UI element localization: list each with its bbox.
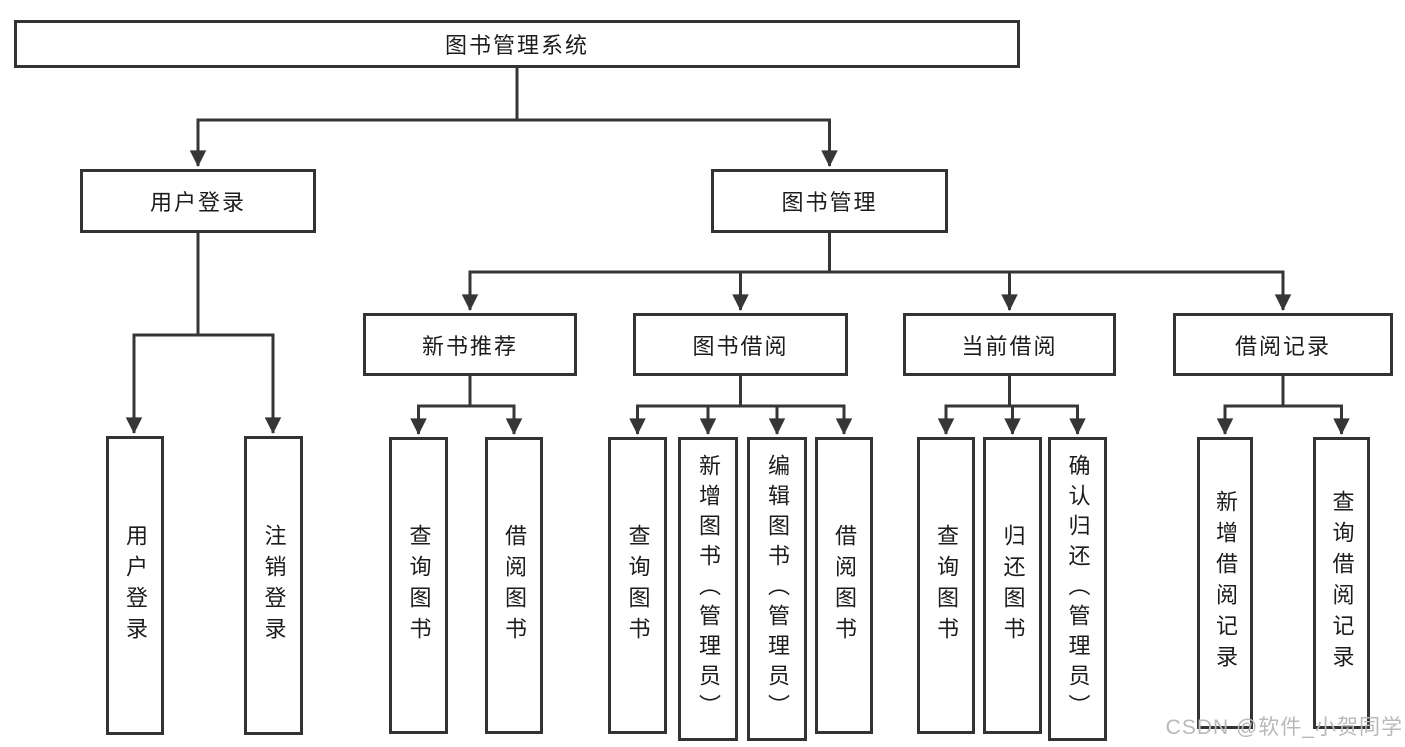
node-label: 确认归还（管理员） (1065, 454, 1091, 724)
leaf-user-login: 用户登录 (106, 436, 164, 735)
node-label: 查询图书 (406, 523, 432, 648)
node-label: 新增图书（管理员） (696, 454, 721, 724)
leaf-return-books: 归还图书 (983, 437, 1042, 734)
leaf-confirm-return-admin: 确认归还（管理员） (1048, 437, 1107, 741)
node-label: 查询借阅记录 (1329, 490, 1355, 676)
node-label: 当前借阅 (961, 333, 1058, 359)
node-label: 图书借阅 (692, 333, 789, 359)
node-library-management-system: 图书管理系统 (14, 20, 1020, 68)
node-label: 注销登录 (261, 523, 287, 648)
leaf-borrow-books-borrow: 借阅图书 (815, 437, 873, 734)
leaf-logout: 注销登录 (244, 436, 303, 735)
leaf-query-borrow-record: 查询借阅记录 (1313, 437, 1370, 729)
leaf-query-books-current: 查询图书 (917, 437, 975, 734)
node-book-management: 图书管理 (711, 169, 948, 233)
node-label: 编辑图书（管理员） (765, 454, 790, 724)
leaf-query-books-recommend: 查询图书 (389, 437, 448, 734)
node-label: 查询图书 (934, 523, 959, 648)
node-label: 新书推荐 (421, 333, 518, 359)
leaf-query-books-borrow: 查询图书 (608, 437, 667, 734)
node-label: 用户登录 (149, 190, 246, 215)
node-label: 用户登录 (123, 523, 148, 648)
node-current-borrowing: 当前借阅 (903, 313, 1116, 376)
node-label: 图书管理 (781, 190, 878, 215)
node-book-borrowing: 图书借阅 (633, 313, 848, 376)
node-label: 借阅记录 (1234, 333, 1331, 359)
leaf-add-borrow-record: 新增借阅记录 (1197, 437, 1253, 729)
node-user-login: 用户登录 (80, 169, 316, 233)
csdn-watermark: CSDN @软件_小贺同学 (1165, 716, 1403, 739)
leaf-add-book-admin: 新增图书（管理员） (678, 437, 738, 741)
node-label: 查询图书 (625, 523, 651, 648)
leaf-borrow-books-recommend: 借阅图书 (485, 437, 543, 734)
node-label: 借阅图书 (832, 523, 857, 648)
connector-arrows (125, 120, 1350, 435)
node-label: 图书管理系统 (444, 33, 589, 58)
node-new-book-recommendation: 新书推荐 (363, 313, 577, 376)
node-label: 新增借阅记录 (1213, 490, 1238, 676)
node-borrowing-records: 借阅记录 (1173, 313, 1393, 376)
leaf-edit-book-admin: 编辑图书（管理员） (747, 437, 807, 741)
node-label: 归还图书 (1000, 523, 1026, 648)
node-label: 借阅图书 (502, 523, 527, 648)
